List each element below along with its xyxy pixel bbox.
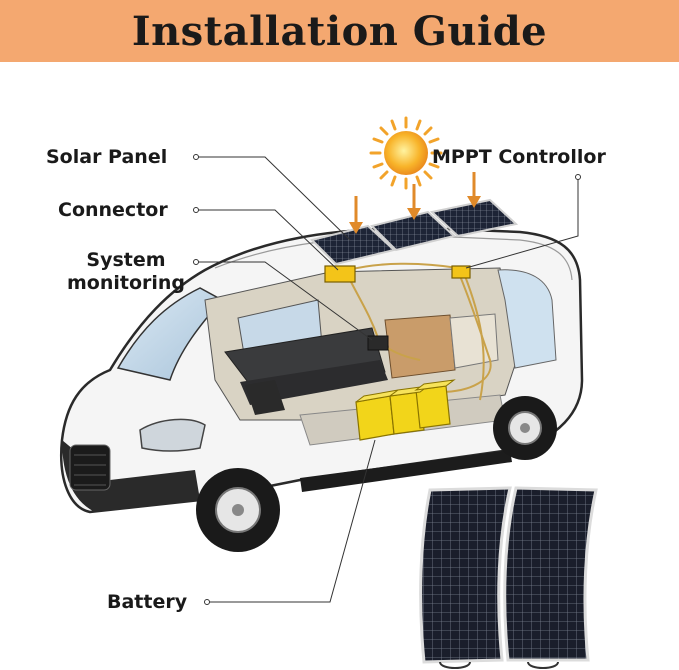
label-connector: Connector	[58, 199, 168, 221]
system-monitor-box	[367, 335, 389, 351]
mppt-pointer-icon	[575, 174, 581, 180]
label-system-monitoring-line2: monitoring	[66, 272, 186, 294]
label-solar-panel: Solar Panel	[46, 146, 168, 168]
sun-icon	[369, 116, 443, 190]
connector-box	[324, 265, 356, 283]
page-title: Installation Guide	[131, 7, 548, 55]
system-monitoring-pointer-icon	[193, 259, 199, 265]
battery-bank	[355, 379, 456, 441]
mppt-controller-box	[451, 265, 471, 279]
roof-solar-panels	[310, 198, 519, 266]
solar-panel-pointer-icon	[193, 154, 199, 160]
flexible-solar-panels	[419, 486, 598, 669]
sunlight-arrows	[349, 172, 481, 234]
battery-pointer-icon	[204, 599, 210, 605]
title-banner: Installation Guide	[0, 0, 679, 62]
connector-pointer-icon	[193, 207, 199, 213]
leader-lines	[196, 156, 579, 603]
label-mppt-controller: MPPT Controllor	[432, 146, 606, 168]
label-system-monitoring-line1: System	[86, 249, 166, 271]
label-battery: Battery	[107, 591, 188, 613]
label-system-monitoring: System monitoring	[56, 249, 196, 295]
